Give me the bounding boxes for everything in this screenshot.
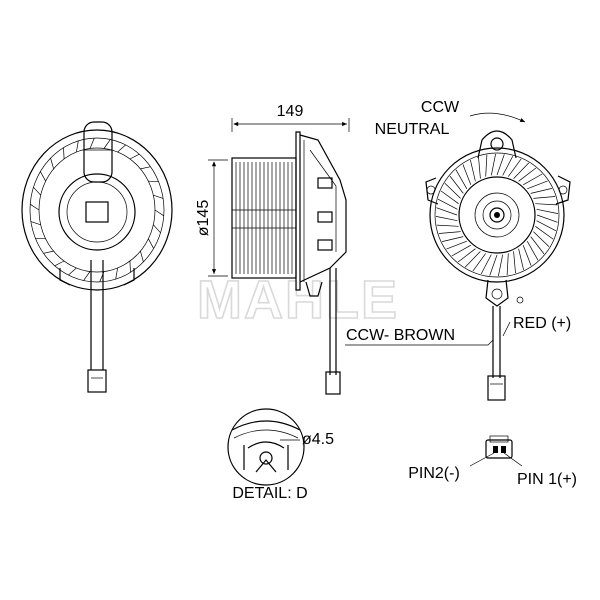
mahle-watermark: MAHLE — [197, 270, 399, 330]
detail-d: ø4.5 DETAIL: D — [227, 408, 334, 502]
blower-side-view: 149 ø145 — [195, 103, 350, 395]
diameter-dimension: ø145 — [195, 200, 212, 237]
hole-dimension: ø4.5 — [302, 431, 334, 448]
blower-front-view — [21, 121, 173, 393]
pin1-label: PIN 1(+) — [517, 471, 577, 488]
brown-wire-label: CCW- BROWN — [346, 327, 455, 344]
rotation-direction: CCW — [421, 99, 460, 116]
width-dimension: 149 — [277, 103, 304, 120]
pin2-label: PIN2(-) — [408, 465, 460, 482]
rotation-state: NEUTRAL — [375, 121, 450, 138]
red-wire-label: RED (+) — [513, 315, 571, 332]
connector-pinout: PIN2(-) PIN 1(+) — [408, 435, 577, 488]
blower-back-view: CCW NEUTRAL RED (+) CCW- BROW — [345, 99, 571, 401]
detail-label: DETAIL: D — [232, 485, 307, 502]
